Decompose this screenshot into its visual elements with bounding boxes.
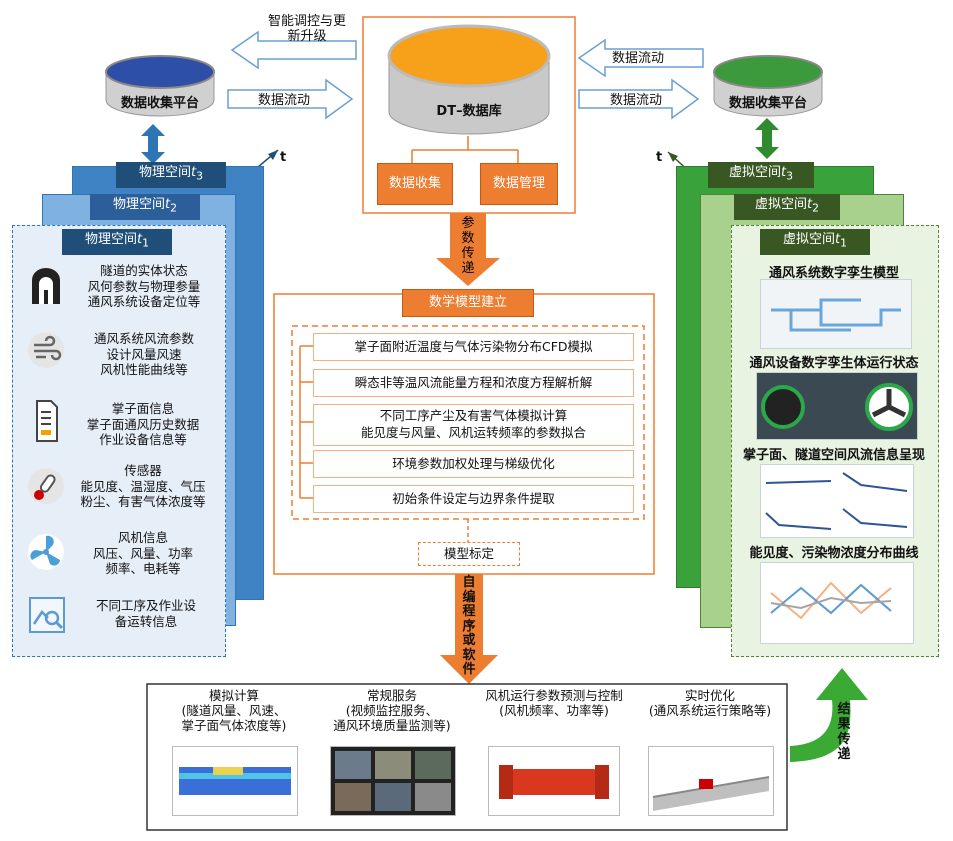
model-title: 数学模型建立 xyxy=(402,289,534,317)
left-platform-label: 数据收集平台 xyxy=(120,96,199,111)
simulation-image xyxy=(172,746,298,816)
model-row-boundary: 初始条件设定与边界条件提取 xyxy=(313,485,634,513)
label-flow-3: 数据流动 xyxy=(610,93,663,108)
virtual-tab-t1: 虚拟空间t1 xyxy=(760,229,870,255)
left-double-arrow xyxy=(141,124,165,164)
virtual-item-1: 通风系统数字孪生模型 xyxy=(768,266,899,281)
physical-tab-t2: 物理空间t2 xyxy=(90,194,200,220)
output-fan-control: 风机运行参数预测与控制(风机频率、功率等) xyxy=(474,688,634,818)
output-service: 常规服务(视频监控服务、通风环境质量监测等) xyxy=(318,688,466,818)
virtual-tab-t2: 虚拟空间t2 xyxy=(734,194,840,220)
right-platform-cylinder xyxy=(713,55,823,117)
label-flow-2: 数据流动 xyxy=(612,51,665,66)
left-platform-cylinder xyxy=(105,55,215,117)
sensor-icon xyxy=(28,468,64,504)
model-row-fitting: 不同工序产尘及有害气体模拟计算能见度与风量、风机运转频率的参数拟合 xyxy=(313,404,634,446)
airflow-charts-image xyxy=(760,464,914,538)
tunnel-3d-image xyxy=(648,746,774,816)
db-label: DT–数据库 xyxy=(436,104,502,119)
physical-item-6: 不同工序及作业设备运转信息 xyxy=(95,598,196,629)
arrow-update-to-left xyxy=(230,30,357,70)
physical-item-1: 隧道的实体状态风何参数与物理参量通风系统设备定位等 xyxy=(87,263,201,309)
output-optimization: 实时优化(通风系统运行策略等) xyxy=(636,688,784,818)
virtual-axis-label: t xyxy=(656,150,663,165)
arrow-right-to-db xyxy=(577,38,704,78)
physical-item-2: 通风系统风流参数设计风量风速风机性能曲线等 xyxy=(93,331,194,377)
virtual-item-2: 通风设备数字孪生体运行状态 xyxy=(749,356,919,371)
program-label: 自编程序或软件 xyxy=(462,575,476,677)
model-calibration: 模型标定 xyxy=(418,542,520,566)
result-transfer-arrow xyxy=(790,668,868,762)
inspect-icon xyxy=(29,597,65,633)
physical-item-5: 风机信息风压、风量、功率频率、电耗等 xyxy=(92,530,193,576)
model-row-analytic: 瞬态非等温风流能量方程和浓度方程解析解 xyxy=(313,369,634,397)
wind-icon xyxy=(28,332,64,368)
monitoring-image xyxy=(330,746,456,816)
param-transfer-arrow xyxy=(436,213,500,286)
physical-axis-label: t xyxy=(280,150,287,165)
right-double-arrow xyxy=(755,118,779,159)
virtual-tab-t3: 虚拟空间t3 xyxy=(708,162,814,188)
right-platform-label: 数据收集平台 xyxy=(728,96,807,111)
db-manage-box: 数据管理 xyxy=(480,163,558,205)
physical-tab-t1: 物理空间t1 xyxy=(62,229,172,255)
fan-icon xyxy=(28,534,64,570)
model-row-cfd: 掌子面附近温度与气体污染物分布CFD模拟 xyxy=(313,333,634,361)
physical-item-3: 掌子面信息掌子面通风历史数据作业设备信息等 xyxy=(86,401,200,447)
db-collect-box: 数据收集 xyxy=(377,163,453,205)
tunnel-icon xyxy=(32,268,60,304)
fan-image xyxy=(488,746,620,816)
label-flow-1: 数据流动 xyxy=(258,93,311,108)
db-cylinder xyxy=(387,24,551,135)
label-update: 智能调控与更新升级 xyxy=(267,14,346,44)
twin-equipment-image xyxy=(756,372,918,440)
virtual-item-4: 能见度、污染物浓度分布曲线 xyxy=(749,546,919,561)
virtual-item-3: 掌子面、隧道空间风流信息呈现 xyxy=(742,448,925,463)
physical-item-4: 传感器能见度、温湿度、气压粉尘、有害气体浓度等 xyxy=(80,463,206,509)
output-simulation: 模拟计算(隧道风量、风速、掌子面气体浓度等) xyxy=(160,688,308,818)
twin-model-image xyxy=(760,279,912,349)
arrow-left-to-db xyxy=(227,78,354,120)
result-transfer-label: 结果传递 xyxy=(837,702,851,762)
model-row-weighting: 环境参数加权处理与梯级优化 xyxy=(313,450,634,478)
document-icon xyxy=(36,400,58,442)
concentration-chart-image xyxy=(760,562,914,644)
param-transfer-label: 参数传递 xyxy=(461,216,475,276)
physical-tab-t3: 物理空间t3 xyxy=(116,162,226,188)
program-arrow xyxy=(440,574,498,684)
arrow-db-to-right xyxy=(578,78,700,120)
